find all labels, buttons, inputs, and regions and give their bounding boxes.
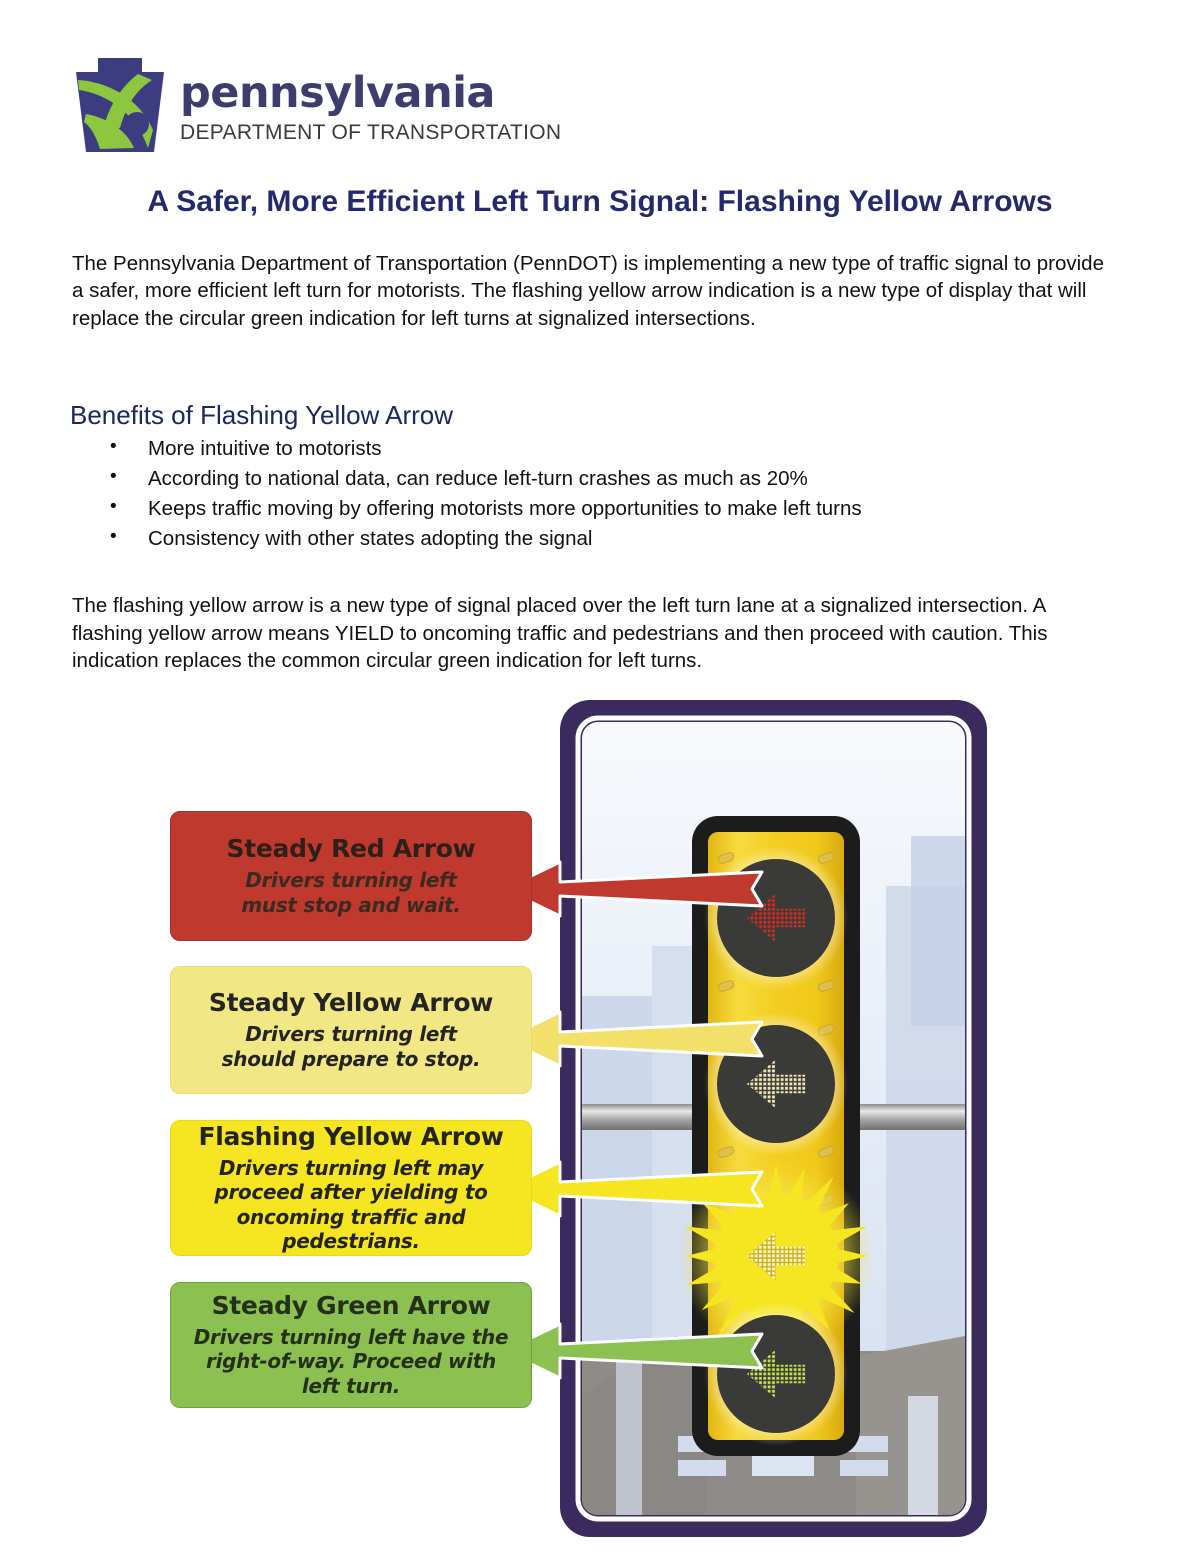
benefits-list: More intuitive to motorists According to… (74, 433, 1150, 555)
callout-title: Flashing Yellow Arrow (198, 1121, 504, 1151)
penndot-keystone-logo (76, 58, 164, 152)
callout-steady-green-arrow: Steady Green Arrow Drivers turning left … (170, 1282, 532, 1408)
callout-steady-yellow-arrow: Steady Yellow Arrow Drivers turning left… (170, 966, 532, 1094)
penndot-logo: pennsylvania DEPARTMENT OF TRANSPORTATIO… (74, 56, 561, 156)
benefits-heading: Benefits of Flashing Yellow Arrow (70, 400, 453, 430)
connector-arrow-green (500, 1316, 765, 1386)
body-paragraph: The flashing yellow arrow is a new type … (72, 594, 1048, 673)
connector-arrow-yellow (500, 1004, 765, 1074)
connector-arrow-flashing-yellow (500, 1154, 765, 1224)
page-title: A Safer, More Efficient Left Turn Signal… (147, 185, 1053, 218)
list-item: Consistency with other states adopting t… (110, 523, 1150, 554)
callout-title: Steady Yellow Arrow (208, 988, 494, 1018)
intro-paragraph: The Pennsylvania Department of Transport… (72, 252, 1104, 330)
list-item: Keeps traffic moving by offering motoris… (110, 493, 1150, 524)
traffic-signal-illustration (556, 696, 991, 1541)
callout-title: Steady Green Arrow (211, 1290, 491, 1320)
callout-flashing-yellow-arrow: Flashing Yellow Arrow Drivers turning le… (170, 1120, 532, 1256)
logo-wordmark: pennsylvania (180, 68, 495, 118)
list-item: More intuitive to motorists (110, 433, 1150, 464)
callout-title: Steady Red Arrow (226, 834, 476, 864)
list-item: According to national data, can reduce l… (110, 463, 1150, 494)
connector-arrow-red (500, 854, 765, 924)
logo-subtitle: DEPARTMENT OF TRANSPORTATION (180, 121, 562, 144)
